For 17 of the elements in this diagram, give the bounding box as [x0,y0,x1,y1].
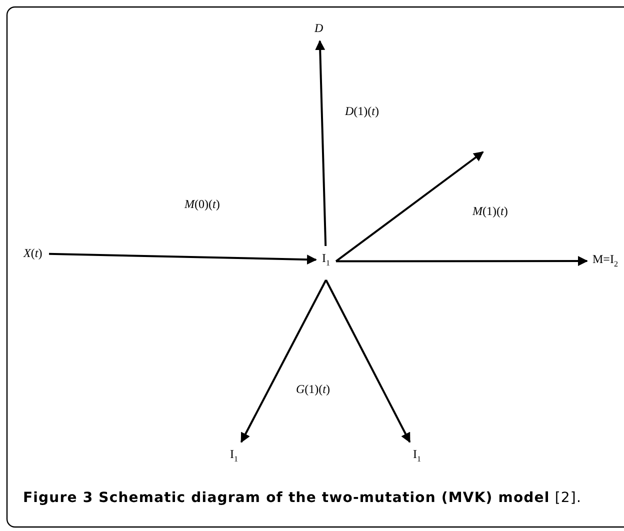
state-label: I$_{1}$ [230,448,238,464]
state-label: X(t) [24,246,42,260]
rate-label: G(1)(t) [296,382,330,396]
figure-caption: Figure 3 Schematic diagram of the two-mutation (MVK) model [2]. [23,489,583,508]
rate-label: M(1)(t) [472,204,508,218]
arrow [325,280,411,443]
rate-label: D(1)(t) [345,104,380,118]
arrow [335,151,484,262]
state-label: M=I$_{2}$ [592,253,618,270]
arrow [315,40,327,246]
arrow [240,280,327,443]
state-label: I$_{1}$ [413,448,421,464]
state-label: D [314,22,324,35]
arrow [48,252,317,265]
state-label: I$_{1}$ [322,252,330,268]
rate-label: M(0)(t) [184,198,220,211]
arrow [336,256,588,266]
